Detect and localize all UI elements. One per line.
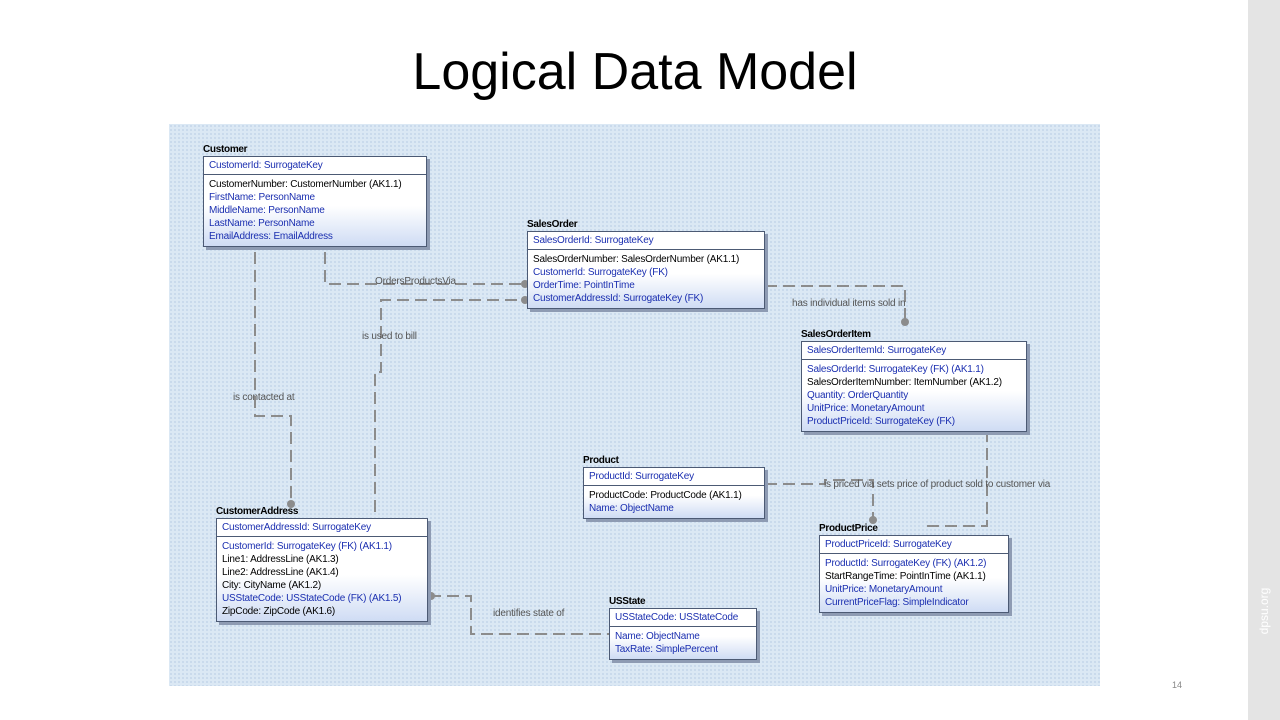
primary-key: USStateCode: USStateCode [610, 609, 756, 627]
attribute: TaxRate: SimplePercent [615, 644, 718, 655]
entity-box: SalesOrderItemId: SurrogateKey SalesOrde… [801, 341, 1027, 432]
rel-end-dot [869, 516, 877, 524]
entity-box: ProductId: SurrogateKey ProductCode: Pro… [583, 467, 765, 519]
entity-name: CustomerAddress [216, 506, 299, 517]
rel-line-contacted-at [254, 252, 292, 502]
entity-name: USState [609, 596, 646, 607]
entity-customer[interactable]: Customer CustomerId: SurrogateKey Custom… [203, 143, 427, 247]
diagram-canvas: OrdersProductsVia is used to bill is con… [169, 124, 1100, 686]
attribute: CustomerId: SurrogateKey (FK) [533, 267, 668, 278]
attribute: CustomerNumber: CustomerNumber (AK1.1) [209, 179, 402, 190]
entity-name: ProductPrice [819, 523, 878, 534]
rel-line-price-item [927, 432, 988, 527]
entity-sales-order-item[interactable]: SalesOrderItem SalesOrderItemId: Surroga… [801, 328, 1027, 432]
rel-end-dot [287, 500, 295, 508]
side-url: dpsu.org [1257, 587, 1271, 635]
rel-line-orders-products [324, 252, 525, 285]
attribute: ProductCode: ProductCode (AK1.1) [589, 490, 742, 501]
attribute: CustomerId: SurrogateKey (FK) (AK1.1) [222, 541, 392, 552]
attribute: Name: ObjectName [615, 631, 700, 642]
attribute-list: SalesOrderNumber: SalesOrderNumber (AK1.… [528, 250, 764, 308]
entity-us-state[interactable]: USState USStateCode: USStateCode Name: O… [609, 595, 757, 660]
attribute: Quantity: OrderQuantity [807, 390, 909, 401]
entity-customer-address[interactable]: CustomerAddress CustomerAddressId: Surro… [216, 505, 428, 622]
attribute: LastName: PersonName [209, 218, 315, 229]
rel-label-state-of: identifies state of [493, 608, 565, 619]
attribute: StartRangeTime: PointInTime (AK1.1) [825, 571, 986, 582]
attribute-list: CustomerNumber: CustomerNumber (AK1.1) F… [204, 175, 426, 246]
rel-label-used-to-bill: is used to bill [362, 331, 417, 342]
attribute: SalesOrderId: SurrogateKey (FK) (AK1.1) [807, 364, 984, 375]
attribute-list: ProductId: SurrogateKey (FK) (AK1.2) Sta… [820, 554, 1008, 612]
primary-key: SalesOrderId: SurrogateKey [528, 232, 764, 250]
rel-line-items [765, 285, 906, 320]
primary-key: SalesOrderItemId: SurrogateKey [802, 342, 1026, 360]
attribute: SalesOrderNumber: SalesOrderNumber (AK1.… [533, 254, 740, 265]
rel-label-orders-products: OrdersProductsVia [375, 276, 456, 287]
attribute: USStateCode: USStateCode (FK) (AK1.5) [222, 593, 402, 604]
rel-label-contacted-at: is contacted at [233, 392, 295, 403]
attribute: FirstName: PersonName [209, 192, 315, 203]
attribute: ZipCode: ZipCode (AK1.6) [222, 606, 336, 617]
attribute-list: CustomerId: SurrogateKey (FK) (AK1.1) Li… [217, 537, 427, 621]
entity-box: CustomerAddressId: SurrogateKey Customer… [216, 518, 428, 622]
primary-key: ProductId: SurrogateKey [584, 468, 764, 486]
attribute-list: Name: ObjectName TaxRate: SimplePercent [610, 627, 756, 659]
relationship-lines [254, 252, 990, 635]
attribute: ProductId: SurrogateKey (FK) (AK1.2) [825, 558, 987, 569]
rel-line-used-to-bill [374, 299, 525, 512]
attribute: EmailAddress: EmailAddress [209, 231, 333, 242]
attribute: Line1: AddressLine (AK1.3) [222, 554, 339, 565]
rel-label-priced-via: is priced via sets price of product sold… [824, 479, 1051, 490]
primary-key: ProductPriceId: SurrogateKey [820, 536, 1008, 554]
slide-title: Logical Data Model [412, 43, 858, 101]
attribute: City: CityName (AK1.2) [222, 580, 321, 591]
attribute: UnitPrice: MonetaryAmount [825, 584, 943, 595]
attribute: MiddleName: PersonName [209, 205, 325, 216]
entity-box: SalesOrderId: SurrogateKey SalesOrderNum… [527, 231, 765, 309]
entity-box: CustomerId: SurrogateKey CustomerNumber:… [203, 156, 427, 247]
attribute: UnitPrice: MonetaryAmount [807, 403, 925, 414]
attribute: CurrentPriceFlag: SimpleIndicator [825, 597, 969, 608]
attribute: Line2: AddressLine (AK1.4) [222, 567, 339, 578]
entity-product-price[interactable]: ProductPrice ProductPriceId: SurrogateKe… [819, 522, 1009, 613]
rel-end-dot [427, 592, 435, 600]
primary-key: CustomerAddressId: SurrogateKey [217, 519, 427, 537]
rel-line-state-of [429, 595, 609, 635]
rel-line-priced-via [765, 479, 874, 518]
entity-name: SalesOrder [527, 219, 578, 230]
entity-name: SalesOrderItem [801, 329, 871, 340]
primary-key: CustomerId: SurrogateKey [204, 157, 426, 175]
entity-product[interactable]: Product ProductId: SurrogateKey ProductC… [583, 454, 765, 519]
attribute-list: ProductCode: ProductCode (AK1.1) Name: O… [584, 486, 764, 518]
rel-end-dot [901, 318, 909, 326]
attribute-list: SalesOrderId: SurrogateKey (FK) (AK1.1) … [802, 360, 1026, 431]
attribute: CustomerAddressId: SurrogateKey (FK) [533, 293, 704, 304]
attribute: ProductPriceId: SurrogateKey (FK) [807, 416, 955, 427]
side-band [1248, 0, 1280, 720]
entity-sales-order[interactable]: SalesOrder SalesOrderId: SurrogateKey Sa… [527, 218, 765, 309]
entity-box: USStateCode: USStateCode Name: ObjectNam… [609, 608, 757, 660]
attribute: OrderTime: PointInTime [533, 280, 635, 291]
attribute: Name: ObjectName [589, 503, 674, 514]
entity-name: Customer [203, 144, 248, 155]
attribute: SalesOrderItemNumber: ItemNumber (AK1.2) [807, 377, 1002, 388]
rel-label-items: has individual items sold in [792, 298, 906, 309]
page-number: 14 [1171, 680, 1182, 690]
entity-box: ProductPriceId: SurrogateKey ProductId: … [819, 535, 1009, 613]
entity-name: Product [583, 455, 619, 466]
